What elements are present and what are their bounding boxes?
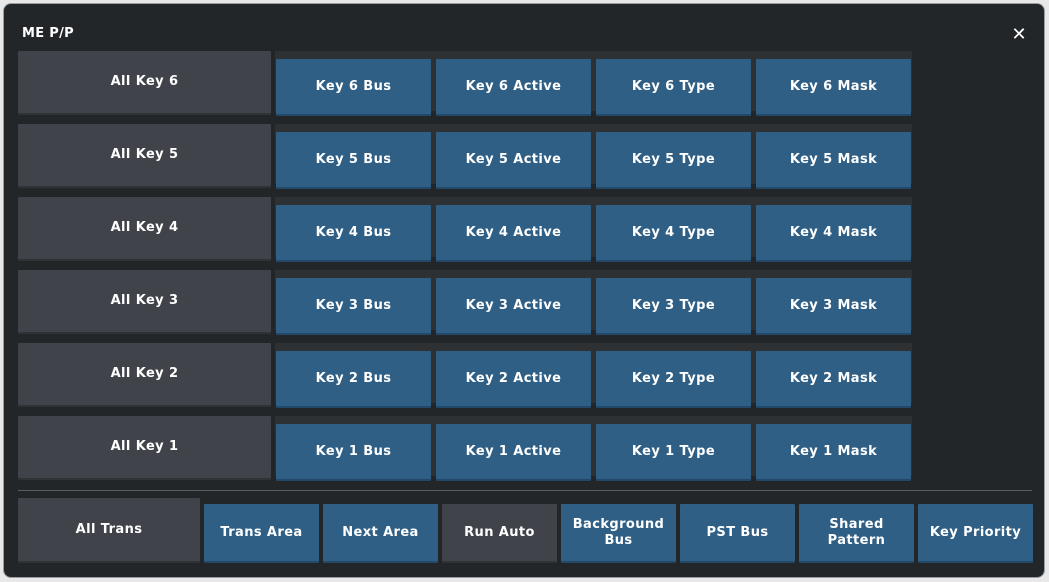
key-1-mask-button[interactable]: Key 1 Mask	[756, 424, 911, 481]
key-2-mask-button[interactable]: Key 2 Mask	[756, 351, 911, 408]
key-1-type-button[interactable]: Key 1 Type	[596, 424, 751, 481]
key-5-mask-button[interactable]: Key 5 Mask	[756, 132, 911, 189]
all-key-2-button[interactable]: All Key 2	[18, 343, 271, 407]
run-auto-button[interactable]: Run Auto	[442, 504, 557, 563]
key-2-bus-button[interactable]: Key 2 Bus	[276, 351, 431, 408]
key-priority-button[interactable]: Key Priority	[918, 504, 1033, 563]
me-pp-dialog: ME P/P ✕ All Key 6 Key 6 Bus Key 6 Activ…	[3, 3, 1045, 578]
key-6-active-button[interactable]: Key 6 Active	[436, 59, 591, 116]
background-bus-button[interactable]: Background Bus	[561, 504, 676, 563]
key-3-type-button[interactable]: Key 3 Type	[596, 278, 751, 335]
close-icon[interactable]: ✕	[1011, 24, 1027, 45]
all-key-4-button[interactable]: All Key 4	[18, 197, 271, 261]
key-5-active-button[interactable]: Key 5 Active	[436, 132, 591, 189]
all-key-6-button[interactable]: All Key 6	[18, 51, 271, 115]
key-2-type-button[interactable]: Key 2 Type	[596, 351, 751, 408]
dialog-title: ME P/P	[22, 26, 74, 41]
key-2-active-button[interactable]: Key 2 Active	[436, 351, 591, 408]
key-3-active-button[interactable]: Key 3 Active	[436, 278, 591, 335]
all-key-1-button[interactable]: All Key 1	[18, 416, 271, 480]
all-trans-button[interactable]: All Trans	[18, 498, 200, 563]
key-4-active-button[interactable]: Key 4 Active	[436, 205, 591, 262]
key-6-mask-button[interactable]: Key 6 Mask	[756, 59, 911, 116]
key-5-type-button[interactable]: Key 5 Type	[596, 132, 751, 189]
key-4-type-button[interactable]: Key 4 Type	[596, 205, 751, 262]
key-6-bus-button[interactable]: Key 6 Bus	[276, 59, 431, 116]
trans-area-button[interactable]: Trans Area	[204, 504, 319, 563]
key-1-bus-button[interactable]: Key 1 Bus	[276, 424, 431, 481]
key-1-active-button[interactable]: Key 1 Active	[436, 424, 591, 481]
all-key-3-button[interactable]: All Key 3	[18, 270, 271, 334]
next-area-button[interactable]: Next Area	[323, 504, 438, 563]
key-3-bus-button[interactable]: Key 3 Bus	[276, 278, 431, 335]
key-6-type-button[interactable]: Key 6 Type	[596, 59, 751, 116]
key-5-bus-button[interactable]: Key 5 Bus	[276, 132, 431, 189]
all-key-5-button[interactable]: All Key 5	[18, 124, 271, 188]
pst-bus-button[interactable]: PST Bus	[680, 504, 795, 563]
key-4-bus-button[interactable]: Key 4 Bus	[276, 205, 431, 262]
shared-pattern-button[interactable]: Shared Pattern	[799, 504, 914, 563]
key-4-mask-button[interactable]: Key 4 Mask	[756, 205, 911, 262]
key-3-mask-button[interactable]: Key 3 Mask	[756, 278, 911, 335]
divider	[18, 490, 1032, 491]
